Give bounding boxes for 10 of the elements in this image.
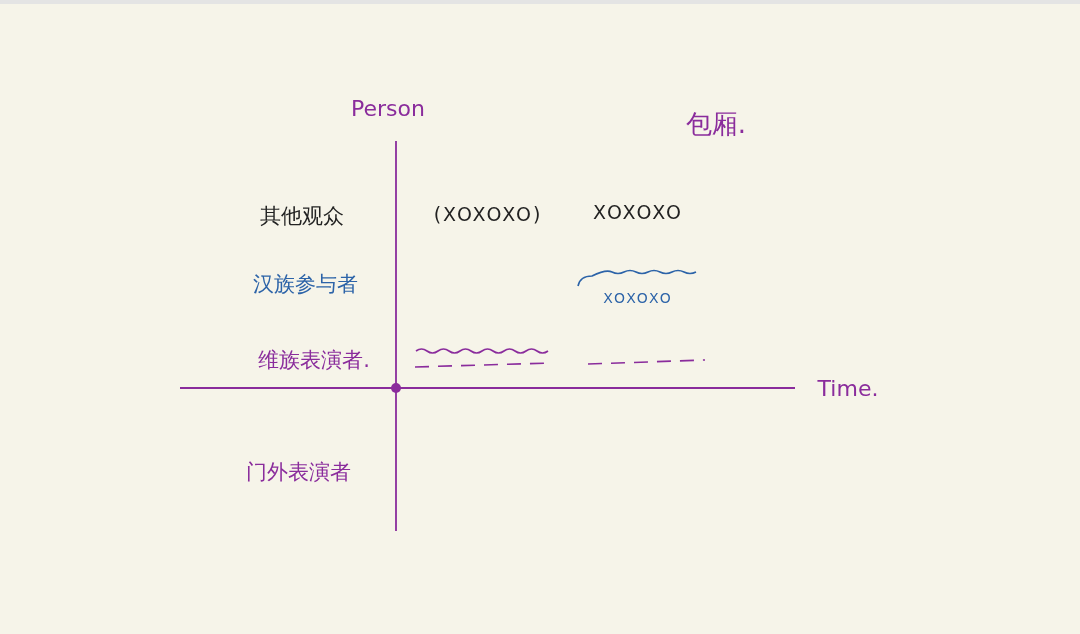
row-label: 其他观众	[260, 203, 344, 230]
row-label: 维族表演者.	[258, 347, 370, 374]
row-label: 门外表演者	[245, 459, 351, 486]
sequence-text: (XOXOXO)	[433, 203, 543, 225]
sequence-text: XOXOXO	[593, 201, 683, 223]
region-label: 包厢.	[685, 107, 747, 141]
sequence-text: XOXOXO	[603, 290, 673, 306]
row-label: 汉族参与者	[252, 271, 358, 298]
axis-label: Person	[351, 95, 425, 121]
axis-label: Time.	[817, 375, 879, 401]
